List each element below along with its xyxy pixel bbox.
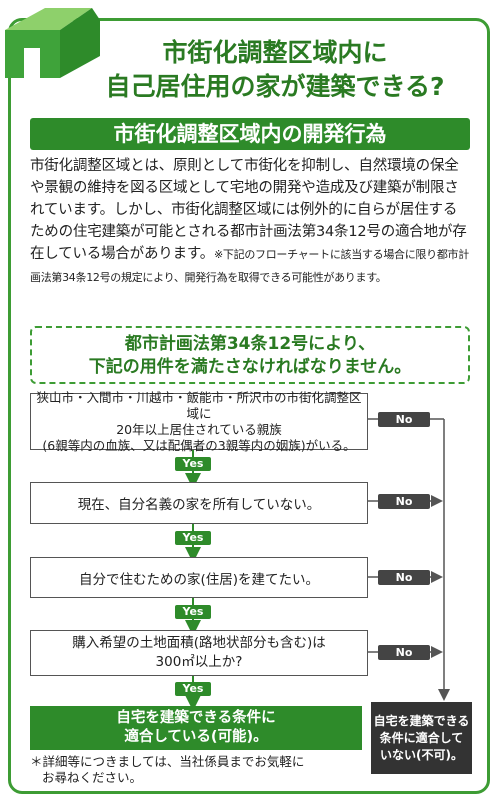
- footnote-line-2: お尋ねください。: [42, 770, 143, 785]
- result-no-line-2: 条件に適合して: [379, 730, 464, 745]
- requirement-box: 都市計画法第34条12号により、 下記の用件を満たさなければなりません。: [30, 326, 470, 384]
- step-4-line-1: 購入希望の土地面積(路地状部分も含む)は: [72, 635, 326, 651]
- page-title: 市街化調整区域内に 自己居住用の家が建築できる?: [60, 36, 490, 104]
- result-no-line-3: いない(不可)。: [380, 747, 463, 762]
- step-4-line-2: 300㎡以上か?: [155, 654, 243, 670]
- flow-step-2: 現在、自分名義の家を所有していない。: [30, 482, 368, 524]
- section-body: 市街化調整区域とは、原則として市街化を抑制し、自然環境の保全や景観の維持を図る区…: [30, 155, 470, 289]
- result-yes-line-1: 自宅を建築できる条件に: [116, 710, 276, 726]
- requirement-line-1: 都市計画法第34条12号により、: [124, 334, 376, 354]
- yes-label-4: Yes: [175, 682, 211, 696]
- body-note: ※下記のフローチャートに該当する場合に限り都市計画法第34条12号の規定により、…: [30, 248, 469, 284]
- flow-step-3: 自分で住むための家(住居)を建てたい。: [30, 557, 368, 598]
- step-1-line-2: 20年以上居住されている親族: [116, 421, 282, 437]
- house-icon: [5, 8, 100, 78]
- yes-label-3: Yes: [175, 605, 211, 619]
- yes-label-2: Yes: [175, 531, 211, 545]
- requirement-line-2: 下記の用件を満たさなければなりません。: [88, 357, 412, 377]
- yes-label-1: Yes: [175, 457, 211, 471]
- flow-step-4: 購入希望の土地面積(路地状部分も含む)は 300㎡以上か?: [30, 630, 368, 676]
- flow-step-1: 狭山市・入間市・川越市・飯能市・所沢市の市街化調整区域に 20年以上居住されてい…: [30, 389, 368, 453]
- title-line-1: 市街化調整区域内に: [162, 38, 388, 67]
- no-label-4: No: [378, 645, 430, 660]
- footnote: ＊詳細等につきましては、当社係員までお気軽に お尋ねください。: [30, 754, 366, 786]
- result-not-eligible: 自宅を建築できる 条件に適合して いない(不可)。: [371, 702, 472, 774]
- section-heading: 市街化調整区域内の開発行為: [30, 118, 470, 150]
- title-line-2: 自己居住用の家が建築できる?: [105, 72, 445, 101]
- footnote-line-1: ＊詳細等につきましては、当社係員までお気軽に: [30, 754, 305, 769]
- result-no-line-1: 自宅を建築できる: [373, 713, 470, 728]
- step-1-line-3: (6親等内の血族、又は配偶者の3親等内の姻族)がいる。: [42, 437, 356, 453]
- result-yes-line-2: 適合している(可能)。: [124, 729, 268, 745]
- no-label-3: No: [378, 570, 430, 585]
- no-label-2: No: [378, 494, 430, 509]
- step-2-line-1: 現在、自分名義の家を所有していない。: [77, 497, 321, 513]
- step-3-line-1: 自分で住むための家(住居)を建てたい。: [78, 571, 320, 588]
- step-1-line-1: 狭山市・入間市・川越市・飯能市・所沢市の市街化調整区域に: [36, 389, 362, 421]
- no-label-1: No: [378, 412, 430, 427]
- body-paragraph: 市街化調整区域とは、原則として市街化を抑制し、自然環境の保全や景観の維持を図る区…: [30, 158, 467, 262]
- result-eligible: 自宅を建築できる条件に 適合している(可能)。: [30, 706, 362, 750]
